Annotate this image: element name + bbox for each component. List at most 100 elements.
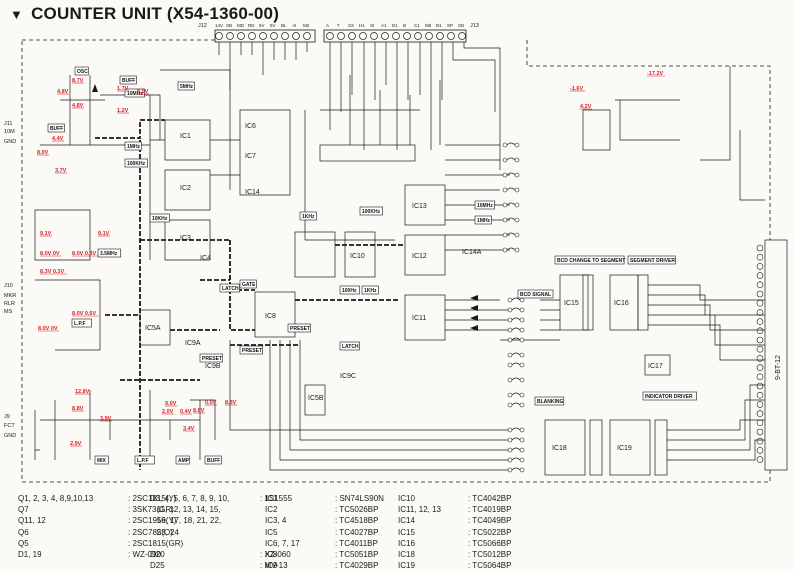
- block-label-box: [339, 285, 360, 295]
- block-labels: OSCBUFFBUFF5MHz10MHz1MHz100KHz3.5MHzL.P.…: [47, 66, 697, 465]
- switch-contact: [514, 157, 520, 163]
- block-label-f10khz: 10KHz: [152, 216, 168, 222]
- triangle-marker-icon: ▼: [10, 7, 24, 22]
- switch-contact: [519, 447, 525, 453]
- switch-contact: [507, 437, 513, 443]
- voltage-label: 1.2V: [117, 108, 129, 114]
- switch-contact: [502, 202, 508, 208]
- block-label-preset2: PRESET: [242, 348, 262, 354]
- voltage-label: 8.0V: [137, 89, 149, 95]
- display-pin: [756, 327, 764, 335]
- switch-contact: [514, 142, 520, 148]
- pin-label: 14V: [215, 23, 223, 28]
- part-ref: Q6: [18, 527, 29, 537]
- switch-contact: [519, 327, 525, 333]
- switch-arc: [511, 307, 521, 311]
- display-pin: [756, 318, 764, 325]
- switch-contact: [519, 362, 525, 368]
- block-label-box: [177, 81, 195, 91]
- part-number: : TC5012BP: [468, 549, 512, 559]
- switch-arc: [511, 392, 521, 396]
- part-ref: IC15: [398, 527, 415, 537]
- part-ref: IC19: [398, 561, 415, 571]
- parts-list-row: D3, 4, 5, 6, 7, 8, 9, 10,: 1S1555: [150, 493, 292, 504]
- voltage-label: 4.8V: [72, 103, 84, 109]
- switch-arc: [506, 202, 516, 206]
- j13pins-pin: [425, 32, 433, 40]
- j9-label: J9: [4, 414, 10, 420]
- parts-list-col1: Q1, 2, 3, 4, 8,9,10,13: 2SC1815(Y)Q7: 3S…: [18, 493, 183, 560]
- part-ref: IC16: [398, 538, 415, 548]
- parts-list-row: IC19: TC5064BP: [398, 560, 511, 571]
- block-label-box: [175, 455, 190, 465]
- switch-contact: [514, 217, 520, 223]
- part-ref: Q5: [18, 538, 29, 548]
- display-connector: [764, 239, 788, 471]
- part-ref: Q11, 12: [18, 516, 46, 526]
- wiring: [34, 42, 788, 476]
- part-ref: D1, 19: [18, 549, 42, 559]
- switch-contact: [507, 307, 513, 313]
- switch-contact: [514, 172, 520, 178]
- switch-contact: [519, 317, 525, 323]
- switch-contact: [502, 172, 508, 178]
- j10-pin1: MKR: [4, 293, 16, 299]
- switch-arc: [511, 352, 521, 356]
- j9-pin1: FCT: [4, 423, 15, 429]
- block-label-box: [94, 455, 109, 465]
- switch-contact: [507, 317, 513, 323]
- pin-label: 5V: [270, 23, 276, 28]
- part-number: : TC5051BP: [335, 549, 379, 559]
- block-label-segment_driver: SEGMENT DRIVER: [630, 258, 675, 264]
- switch-arc: [511, 337, 521, 341]
- switch-contact: [519, 427, 525, 433]
- part-number: : WZ-090: [128, 549, 161, 559]
- board-outline: [21, 39, 771, 483]
- parts-list-row: IC11, 12, 13: TC4019BP: [398, 504, 511, 515]
- voltage-label: 0.4V: [180, 409, 192, 415]
- parts-list-row: D1, 19 : WZ-090: [18, 549, 183, 560]
- block-label-f100hz: 100Hz: [342, 288, 357, 294]
- block-label-box: [474, 200, 495, 210]
- part-number: : TC4011BP: [335, 538, 378, 548]
- part-number: : 2SC1959(Y): [128, 516, 177, 526]
- part-number: : SN74LS90N: [335, 494, 384, 503]
- voltage-label: 8.8V: [72, 406, 84, 412]
- block-label-f1khz_b: 1KHz: [364, 288, 377, 294]
- switch-contact: [507, 377, 513, 383]
- block-label-f5mhz: 5MHz: [180, 84, 194, 90]
- j10-pin2: RLR: [4, 301, 15, 307]
- switch-contact: [502, 247, 508, 253]
- j11-label: J11: [4, 121, 12, 127]
- part-ref: IC1: [265, 494, 278, 503]
- j13pins-pin: [414, 32, 422, 40]
- pin-label: SP: [447, 23, 453, 28]
- block-label-box: [199, 353, 223, 363]
- j9-pin2: GND: [4, 433, 16, 439]
- block-label-box: [299, 211, 317, 221]
- display-pin: [756, 253, 764, 261]
- j13pins-pin: [359, 32, 367, 40]
- j11-pin1: 10M: [4, 129, 15, 135]
- ic9a-label: IC9A: [185, 340, 201, 347]
- switch-arc: [511, 457, 521, 461]
- part-number: : TC4019BP: [468, 505, 512, 515]
- part-number: : TC4027BP: [335, 527, 379, 537]
- switch-arc: [506, 217, 516, 221]
- j13pins-pin: [337, 32, 345, 40]
- part-ref: D3, 4, 5, 6, 7, 8, 9, 10,: [150, 494, 230, 503]
- block-label-f10mhz_b: 10MHz: [477, 203, 493, 209]
- pin-label: MD: [237, 23, 245, 28]
- voltage-label: 8.0V: [37, 150, 49, 156]
- j12pins-pin: [259, 32, 267, 40]
- block-label-blanking: BLANKING: [537, 399, 563, 405]
- switch-contact: [507, 337, 513, 343]
- display-pin: [756, 456, 764, 463]
- block-label-box: [361, 285, 379, 295]
- pin-label: C1: [414, 23, 420, 28]
- part-number: : TC4029BP: [335, 561, 379, 571]
